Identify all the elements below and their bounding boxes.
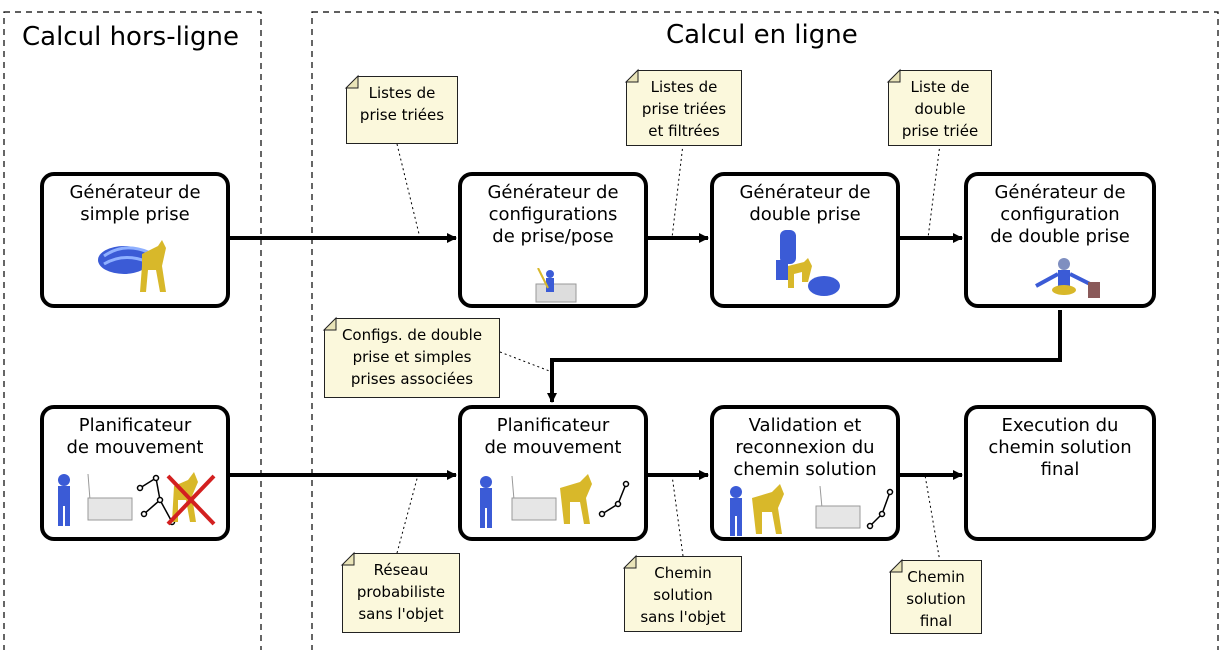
note-line: et filtrées <box>648 122 720 140</box>
box-line: chemin solution <box>988 437 1132 458</box>
leader-sorted-double <box>927 143 941 239</box>
box-line: simple prise <box>80 204 190 225</box>
note-line: Réseau <box>373 561 429 579</box>
validation-illustration <box>730 484 894 536</box>
hand-and-horse-illustration <box>98 240 166 292</box>
note-line: prise triée <box>901 122 979 140</box>
note-line: final <box>919 612 953 630</box>
box-line: final <box>1040 459 1080 480</box>
double-grasp-illustration <box>776 230 840 296</box>
note-line: prise triées <box>641 100 727 118</box>
note-double-grasp-configs: Configs. de double prise et simples pris… <box>324 318 500 398</box>
note-line: prise triées <box>359 106 445 124</box>
note-line: Chemin <box>907 568 965 586</box>
online-region-title: Calcul en ligne <box>666 20 858 50</box>
box-line: configurations <box>488 204 618 225</box>
note-line: probabiliste <box>356 583 446 601</box>
note-line: Listes de <box>650 78 718 96</box>
note-line: double <box>914 100 966 118</box>
note-line: Liste de <box>910 78 970 96</box>
box-line: Planificateur <box>78 415 192 436</box>
note-probabilistic-network: Réseau probabiliste sans l'objet <box>342 553 460 633</box>
leader-solution-without-object <box>671 474 684 557</box>
simple-grasp-generator-box: Générateur de simple prise <box>40 172 230 308</box>
box-line: Validation et <box>748 415 862 436</box>
note-solution-path-without-object: Chemin solution sans l'objet <box>624 556 742 632</box>
note-line: sans l'objet <box>640 608 726 626</box>
leader-sorted-grasp-lists <box>396 143 421 239</box>
offline-region-title: Calcul hors-ligne <box>22 22 240 52</box>
box-line: Générateur de <box>69 182 201 203</box>
note-line: prises associées <box>350 370 474 388</box>
note-sorted-grasp-lists: Listes de prise triées <box>346 76 458 144</box>
box-line: Générateur de <box>994 182 1126 203</box>
note-line: sans l'objet <box>358 605 444 623</box>
box-line: de mouvement <box>484 437 622 458</box>
double-grasp-generator-box: Générateur de double prise <box>710 172 900 308</box>
box-line: de mouvement <box>66 437 204 458</box>
leader-probabilistic-network <box>396 474 419 554</box>
box-line: chemin solution <box>733 459 877 480</box>
execution-box: Execution du chemin solution final <box>964 405 1156 541</box>
box-line: Générateur de <box>487 182 619 203</box>
box-line: Planificateur <box>496 415 610 436</box>
online-region-border <box>311 11 1219 650</box>
leader-double-configs <box>499 351 553 373</box>
note-sorted-double-grasp-list: Liste de double prise triée <box>888 70 992 146</box>
note-sorted-filtered-grasp-lists: Listes de prise triées et filtrées <box>626 70 742 146</box>
box-line: double prise <box>749 204 861 225</box>
note-line: solution <box>906 590 966 608</box>
note-line: Listes de <box>368 84 436 102</box>
note-line: solution <box>653 586 713 604</box>
offline-planner-illustration <box>58 472 216 526</box>
online-planner-illustration <box>480 474 630 528</box>
box-line: configuration <box>1000 204 1120 225</box>
humanoid-double-grasp-illustration <box>1035 258 1100 298</box>
note-final-solution-path: Chemin solution final <box>890 560 982 634</box>
box-line: de prise/pose <box>492 226 614 247</box>
offline-motion-planner-box: Planificateur de mouvement <box>40 405 230 541</box>
box-line: reconnexion du <box>735 437 875 458</box>
note-line: prise et simples <box>352 348 472 366</box>
box-line: de double prise <box>990 226 1130 247</box>
leader-final-solution <box>924 474 941 563</box>
arrow-doubleconfig-to-planner <box>547 310 1062 403</box>
note-line: Configs. de double <box>341 326 483 344</box>
robot-grasping-illustration <box>535 268 577 303</box>
box-line: Execution du <box>1001 415 1119 436</box>
leader-sorted-filtered <box>671 143 684 239</box>
note-line: Chemin <box>654 564 712 582</box>
box-line: Générateur de <box>739 182 871 203</box>
offline-region-border <box>3 11 262 650</box>
